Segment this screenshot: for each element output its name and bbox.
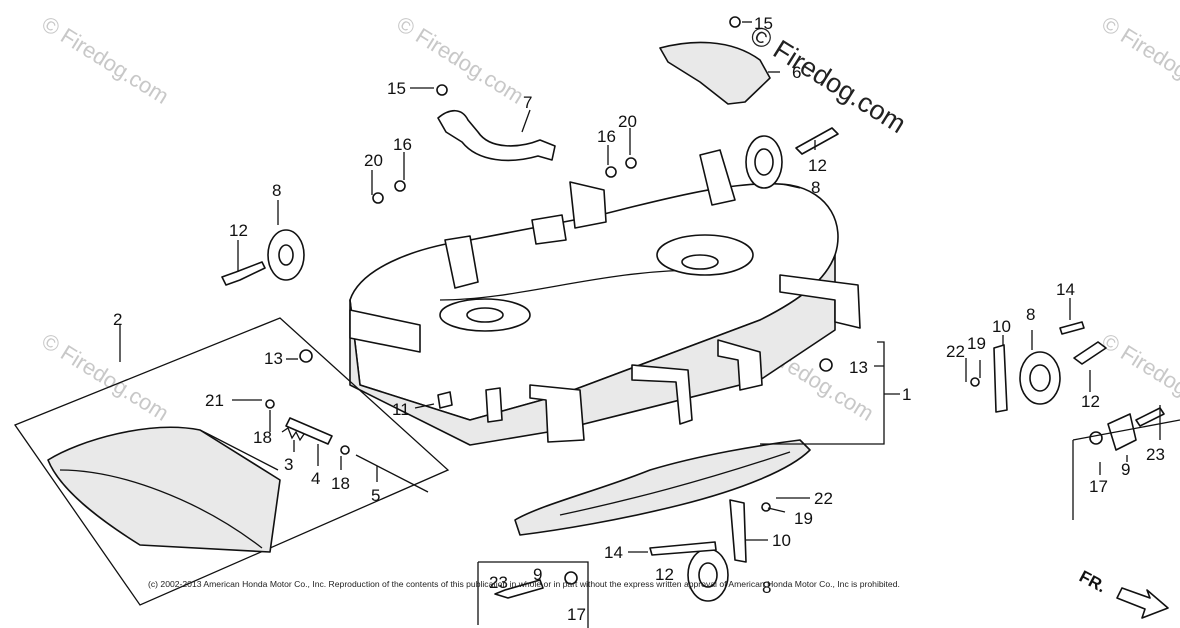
callout-number: 18 <box>253 428 272 447</box>
callout-number: 17 <box>567 605 586 624</box>
callout-number: 4 <box>311 469 320 488</box>
callout-labels: 1 2 3 4 5 6 7 8 8 8 8 9 9 10 10 11 12 12… <box>113 14 1165 624</box>
callout-number: 6 <box>792 63 801 82</box>
copyright-notice: (c) 2002-2013 American Honda Motor Co., … <box>148 579 900 589</box>
callout-number: 8 <box>811 178 820 197</box>
mower-deck <box>349 149 861 446</box>
watermark-text: © Firedog.com <box>37 328 173 426</box>
callout-number: 21 <box>205 391 224 410</box>
callout-number: 8 <box>272 181 281 200</box>
callout-number: 22 <box>946 342 965 361</box>
callout-number: 12 <box>655 565 674 584</box>
watermark-text: © Firedog.com <box>1097 328 1180 426</box>
callout-number: 20 <box>364 151 383 170</box>
front-direction-arrow <box>1116 587 1169 619</box>
callout-number: 14 <box>1056 280 1075 299</box>
callout-number: 15 <box>754 14 773 33</box>
callout-number: 3 <box>284 455 293 474</box>
callout-number: 13 <box>264 349 283 368</box>
callout-number: 8 <box>1026 305 1035 324</box>
callout-number: 16 <box>393 135 412 154</box>
callout-number: 16 <box>597 127 616 146</box>
callout-number: 23 <box>1146 445 1165 464</box>
callout-number: 11 <box>392 400 410 419</box>
callout-number: 7 <box>523 93 532 112</box>
callout-number: 8 <box>762 578 771 597</box>
callout-number: 13 <box>849 358 868 377</box>
front-guard <box>514 439 811 536</box>
callout-number: 1 <box>902 385 911 404</box>
callout-number: 23 <box>489 573 508 592</box>
watermark-text: © Firedog.com <box>392 11 528 109</box>
callout-number: 10 <box>772 531 791 550</box>
small-parts <box>221 16 1169 619</box>
callout-number: 19 <box>794 509 813 528</box>
watermark-text: © Firedog.com <box>1097 11 1180 109</box>
callout-number: 22 <box>814 489 833 508</box>
callout-number: 15 <box>387 79 406 98</box>
callout-number: 9 <box>533 565 542 584</box>
callout-number: 12 <box>1081 392 1100 411</box>
watermark-text: © Firedog.com <box>37 11 173 109</box>
front-direction-label: FR. <box>1076 567 1109 597</box>
callout-number: 5 <box>371 486 380 505</box>
callout-number: 2 <box>113 310 122 329</box>
callout-number: 14 <box>604 543 623 562</box>
callout-number: 17 <box>1089 477 1108 496</box>
callout-number: 12 <box>229 221 248 240</box>
callout-number: 10 <box>992 317 1011 336</box>
callout-number: 18 <box>331 474 350 493</box>
watermark-text-dark: © Firedog.com <box>745 20 911 139</box>
callout-number: 19 <box>967 334 986 353</box>
callout-number: 9 <box>1121 460 1130 479</box>
discharge-chute <box>14 317 450 606</box>
callout-number: 12 <box>808 156 827 175</box>
callout-number: 20 <box>618 112 637 131</box>
leader-lines <box>119 21 1180 628</box>
